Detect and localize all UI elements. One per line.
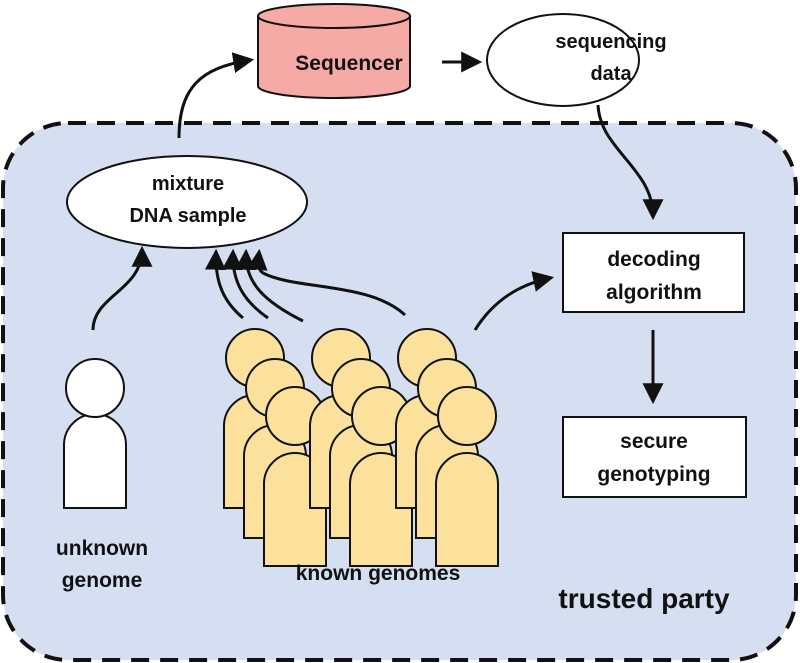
arrow-data-to-decoding xyxy=(596,104,664,221)
mixture-sample-label-line1: mixture xyxy=(152,173,224,195)
secure-genotyping-box xyxy=(562,416,747,498)
decoding-algorithm-box xyxy=(562,232,745,313)
mixture-sample-label-line2: DNA sample xyxy=(129,205,246,227)
known-person xyxy=(435,386,499,567)
decoding-algorithm-node: decoding algorithm xyxy=(562,232,745,313)
decoding-algorithm-label-line2: algorithm xyxy=(606,281,702,304)
arrow-known-group1-to-sample xyxy=(204,248,244,320)
unknown-genome-label-line1: unknown xyxy=(56,537,148,560)
sequencer-node: Sequencer xyxy=(257,3,411,99)
sequencing-data-node: sequencing data xyxy=(486,13,667,107)
sequencer-body xyxy=(257,16,411,99)
trusted-party-label: trusted party xyxy=(558,583,730,614)
arrow-sample-to-sequencer xyxy=(177,52,255,139)
unknown-genome-label-line2: genome xyxy=(62,569,143,592)
known-genomes-label: known genomes xyxy=(296,562,461,585)
arrow-known-group1b-to-sample xyxy=(221,248,269,320)
arrow-unknown-to-sample xyxy=(91,245,153,331)
unknown-person-body xyxy=(63,413,127,509)
arrow-known-group3-to-sample xyxy=(246,248,407,317)
secure-genotyping-label-line1: secure xyxy=(620,430,688,453)
known-person-head xyxy=(437,386,497,446)
secure-genotyping-node: secure genotyping xyxy=(562,416,747,498)
mixture-sample-node: mixture DNA sample xyxy=(66,155,308,249)
sequencing-data-label-line2: data xyxy=(590,63,632,85)
known-people-group xyxy=(223,328,499,567)
secure-genotyping-label-line2: genotyping xyxy=(597,463,710,486)
sequencing-data-label-line1: sequencing xyxy=(555,31,666,53)
sequencer-label: Sequencer xyxy=(295,52,402,75)
arrow-known-group2-to-sample xyxy=(234,248,304,323)
unknown-person xyxy=(63,358,127,509)
arrow-known-to-decoding xyxy=(473,271,555,331)
decoding-algorithm-label-line1: decoding xyxy=(607,248,700,271)
unknown-person-head xyxy=(65,358,125,418)
known-person-body xyxy=(435,452,499,567)
mixture-sample-shape xyxy=(66,155,308,249)
arrows xyxy=(91,51,664,405)
sequencer-top xyxy=(257,3,411,29)
sequencing-data-shape xyxy=(486,13,640,107)
